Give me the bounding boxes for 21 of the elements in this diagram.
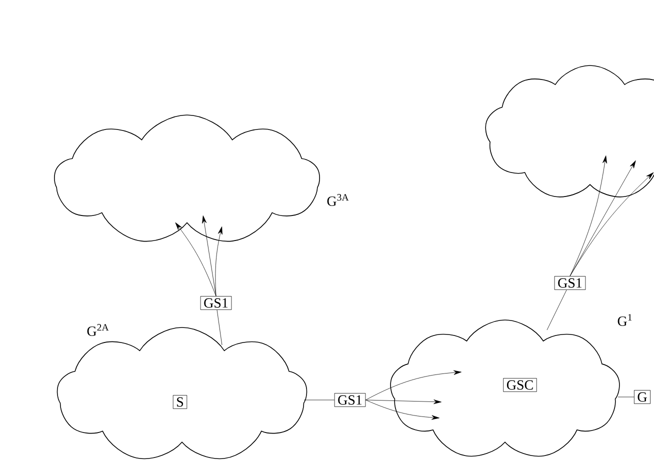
arrow bbox=[175, 222, 216, 296]
connector-line bbox=[618, 396, 634, 398]
cloud-label: G$^{2A}$ bbox=[87, 324, 109, 336]
label-box: GS1 bbox=[554, 276, 586, 290]
arrow bbox=[365, 400, 440, 420]
arrow bbox=[365, 400, 442, 404]
arrow bbox=[215, 226, 222, 296]
cloud bbox=[485, 65, 654, 198]
arrow bbox=[365, 370, 462, 400]
connector-line bbox=[216, 310, 222, 346]
cloud-label: G$^{1}$ bbox=[618, 314, 632, 326]
arrow bbox=[570, 172, 654, 276]
arrow bbox=[202, 216, 216, 296]
arrow bbox=[570, 160, 636, 276]
arrow bbox=[570, 156, 608, 276]
label-box: GS1 bbox=[334, 393, 366, 407]
label-box: G bbox=[634, 390, 650, 404]
cloud-label: G$^{3A}$ bbox=[327, 194, 349, 206]
label-box: GSC bbox=[503, 378, 537, 392]
label-box: S bbox=[172, 395, 188, 409]
label-box: GS1 bbox=[200, 296, 232, 310]
